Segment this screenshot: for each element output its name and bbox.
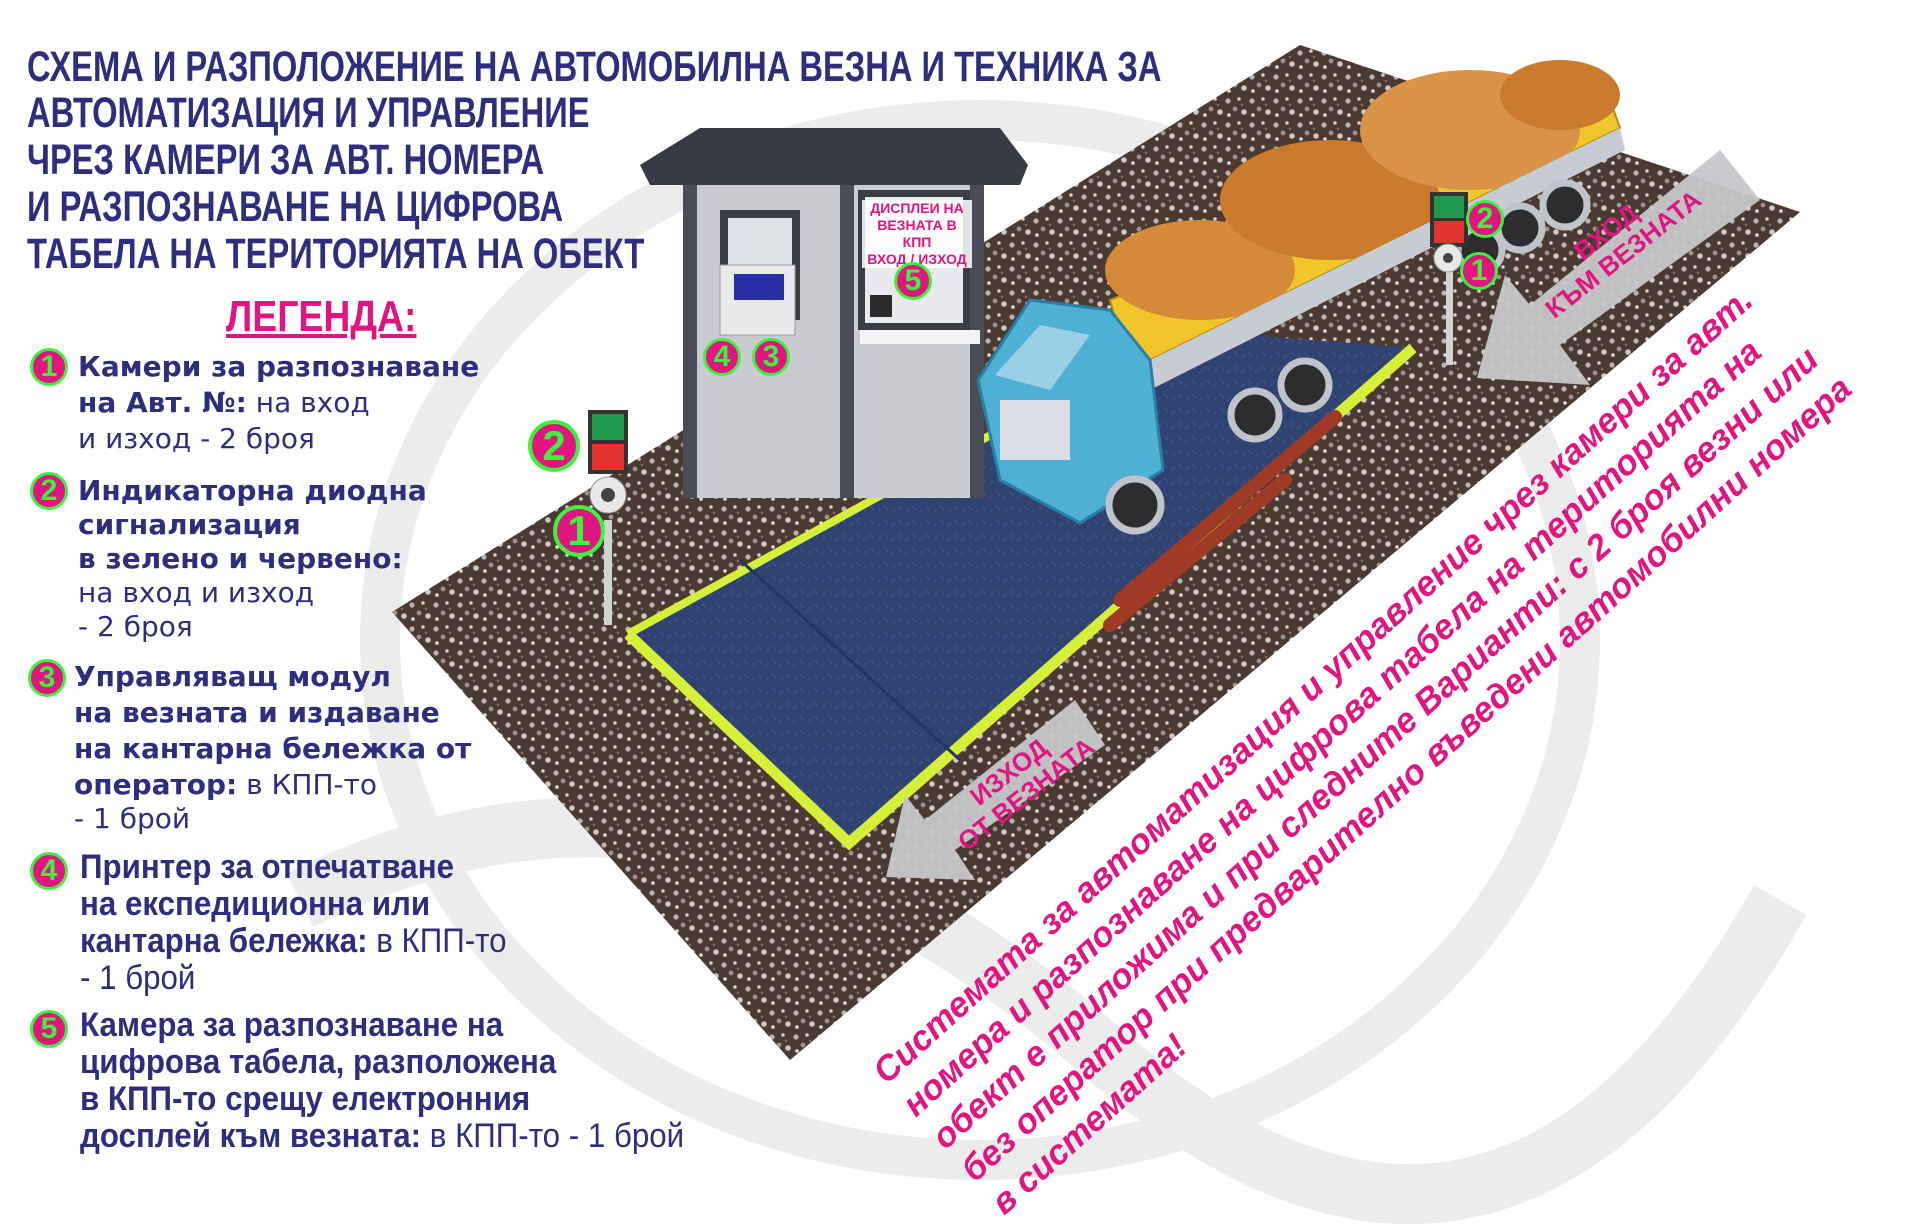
legend-bold-text: сигнализация	[78, 508, 301, 541]
legend-bold-text: на Авт. №:	[78, 386, 247, 419]
title-line: АВТОМАТИЗАЦИЯ И УПРАВЛЕНИЕ	[27, 89, 590, 137]
marker-3: 3	[752, 338, 790, 376]
title-line: ТАБЕЛА НА ТЕРИТОРИЯТА НА ОБЕКТ	[27, 230, 645, 278]
legend-bold-text: в зелено и червено:	[78, 542, 403, 575]
truck	[976, 60, 1625, 535]
entry-arrow	[1477, 150, 1760, 385]
marker-2-left: 2	[528, 420, 580, 472]
booth-label-line: ВХОД / ИЗХОД	[867, 251, 967, 267]
legend-item-1-line: и изход - 2 броя	[78, 422, 315, 456]
legend-bold-text: на везната и издаване	[74, 696, 440, 729]
marker-5: 5	[894, 262, 932, 300]
booth-label-line: ДИСПЛЕИ НА	[870, 200, 964, 216]
legend-item-3-line: Управляващ модул	[74, 660, 391, 694]
legend-normal-text: - 1 брой	[80, 959, 196, 997]
legend-bold-text: в КПП-то срещу електронния	[80, 1080, 531, 1118]
legend-bold-text: Принтер за отпечатване	[80, 848, 454, 886]
legend-badge-1: 1	[30, 348, 68, 386]
legend-bold-text: оператор:	[74, 768, 238, 801]
legend-bold-text: Камери за разпознаване	[78, 350, 480, 383]
legend-item-5-line: цифрова табела, разположена	[80, 1045, 556, 1079]
exit-arrow	[886, 700, 1105, 880]
legend-normal-text: в КПП-то	[237, 768, 378, 801]
legend-item-4-line: кантарна бележка: в КПП-то	[80, 924, 507, 958]
legend-bold-text: досплей към везната:	[80, 1117, 422, 1155]
legend-item-2-line: сигнализация	[78, 508, 301, 542]
legend-item-3-line: на кантарна бележка от	[74, 732, 471, 766]
booth-display-label: ДИСПЛЕИ НА ВЕЗНАТА В КПП ВХОД / ИЗХОД	[862, 200, 972, 268]
legend-item-2-line: на вход и изход	[78, 576, 314, 610]
marker-1-left: 1	[553, 505, 605, 557]
legend-normal-text: в КПП-то	[367, 922, 507, 960]
legend-bold-text: Индикаторна диодна	[78, 474, 427, 507]
legend-item-3-line: оператор: в КПП-то	[74, 768, 377, 802]
legend-item-5-line: Камера за разпознаване на	[80, 1008, 503, 1042]
legend-bold-text: кантарна бележка:	[80, 922, 368, 960]
legend-item-4-line: на експедиционна или	[80, 887, 430, 921]
legend-bold-text: на експедиционна или	[80, 885, 431, 923]
legend-badge-4: 4	[30, 852, 68, 890]
legend-badge-5: 5	[30, 1010, 68, 1048]
legend-item-3-line: на везната и издаване	[74, 696, 440, 730]
legend-item-1-line: на Авт. №: на вход	[78, 386, 370, 420]
legend-item-2-line: Индикаторна диодна	[78, 474, 427, 508]
booth-kpp	[640, 128, 1028, 498]
legend-item-4-line: Принтер за отпечатване	[80, 850, 454, 884]
legend-normal-text: на вход и изход	[78, 576, 315, 609]
legend-bold-text: на кантарна бележка от	[74, 732, 472, 765]
legend-item-2-line: в зелено и червено:	[78, 542, 403, 576]
marker-4: 4	[703, 338, 741, 376]
booth-label-line: ВЕЗНАТА В КПП	[877, 217, 957, 250]
title-line: СХЕМА И РАЗПОЛОЖЕНИЕ НА АВТОМОБИЛНА ВЕЗН…	[27, 43, 1162, 91]
legend-normal-text: - 2 броя	[78, 610, 193, 643]
legend-item-5-line: в КПП-то срещу електронния	[80, 1082, 530, 1116]
legend-item-1-line: Камери за разпознаване	[78, 350, 479, 384]
legend-item-5-line: досплей към везната: в КПП-то - 1 брой	[80, 1119, 684, 1153]
legend-bold-text: Камера за разпознаване на	[80, 1006, 504, 1044]
legend-item-2-line: - 2 броя	[78, 610, 193, 644]
legend-item-4-line: - 1 брой	[80, 961, 195, 995]
legend-item-3-line: - 1 брой	[74, 802, 190, 836]
watermark-swirl	[286, 100, 1807, 1224]
legend-normal-text: в КПП-то - 1 брой	[421, 1117, 685, 1155]
legend-normal-text: и изход - 2 броя	[78, 422, 315, 455]
legend-bold-text: Управляващ модул	[74, 660, 391, 693]
title-line: ЧРЕЗ КАМЕРИ ЗА АВТ. НОМЕРА	[27, 136, 545, 184]
signal-pole-right	[1430, 192, 1468, 365]
legend-badge-2: 2	[30, 472, 68, 510]
marker-2-right: 2	[1466, 200, 1504, 238]
legend-bold-text: цифрова табела, разположена	[80, 1043, 557, 1081]
legend-normal-text: на вход	[246, 386, 370, 419]
marker-1-right: 1	[1460, 252, 1498, 290]
legend-title: ЛЕГЕНДА:	[226, 292, 417, 341]
legend-badge-3: 3	[28, 659, 66, 697]
signal-pole-left	[588, 410, 628, 625]
legend-normal-text: - 1 брой	[74, 802, 191, 835]
title-line: И РАЗПОЗНАВАНЕ НА ЦИФРОВА	[27, 183, 564, 231]
